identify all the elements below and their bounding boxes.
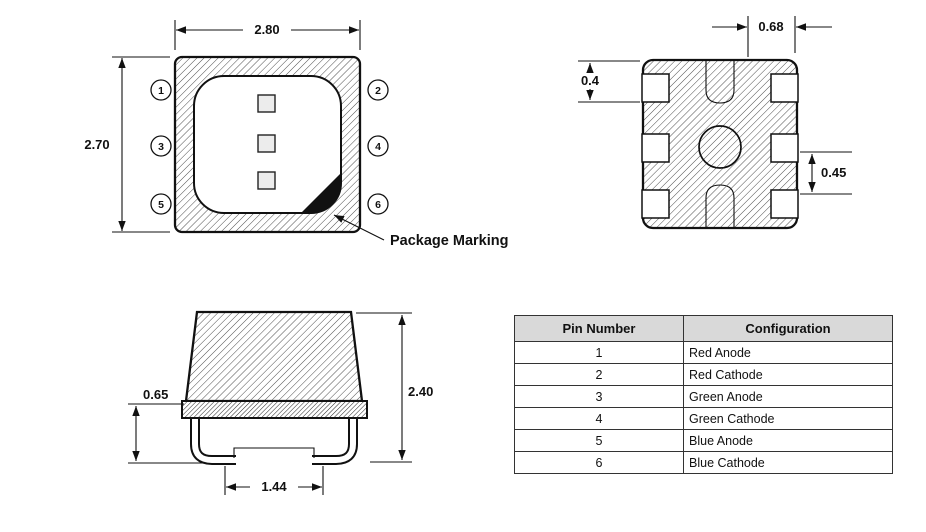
configuration-cell: Red Cathode [683, 363, 893, 386]
pin-4-marker: 4 [367, 135, 389, 157]
dim-package-height: 2.70 [84, 56, 170, 233]
configuration-header: Configuration [683, 315, 893, 342]
pad-right-4 [770, 133, 799, 163]
pin-number-cell: 2 [514, 363, 684, 386]
dim-label-mask [243, 21, 291, 38]
led-chip-green [257, 134, 276, 153]
pad-right-6 [770, 189, 799, 219]
pin-configuration-table: Pin Number Configuration 1 Red Anode 2 R… [514, 315, 893, 474]
pad-left-3 [641, 133, 670, 163]
total-height-label: 2.40 [408, 384, 433, 399]
table-row-1: 1 Red Anode [514, 341, 893, 364]
pin-number-cell: 1 [514, 341, 684, 364]
table-row-4: 4 Green Cathode [514, 407, 893, 430]
configuration-cell: Green Cathode [683, 407, 893, 430]
package-underside [233, 447, 315, 458]
pin-5-marker: 5 [150, 193, 172, 215]
pin-1-marker: 1 [150, 79, 172, 101]
side-body [184, 310, 364, 403]
table-row-2: 2 Red Cathode [514, 363, 893, 386]
dim-standoff: 0.65 [128, 387, 207, 464]
pin-number-cell: 5 [514, 429, 684, 452]
top-view: 2.80 2.70 1 2 3 [84, 20, 508, 249]
pin-3-label: 3 [158, 141, 164, 153]
pin-2-marker: 2 [367, 79, 389, 101]
pin-4-label: 4 [375, 141, 381, 153]
dim-pad-right: 0.45 [800, 151, 852, 195]
standoff-label: 0.65 [143, 387, 168, 402]
side-view: 0.65 2.40 1.44 [128, 310, 433, 495]
pin-1-label: 1 [158, 85, 164, 97]
pad-left-1 [641, 73, 670, 103]
pin-number-header: Pin Number [514, 315, 684, 342]
mold-notch-top [705, 61, 735, 104]
led-chip-red [257, 94, 276, 113]
pin-3-marker: 3 [150, 135, 172, 157]
bottom-view: 0.68 0.4 0.45 [576, 16, 852, 230]
pin-number-cell: 6 [514, 451, 684, 474]
pin-6-label: 6 [375, 199, 381, 211]
configuration-cell: Blue Anode [683, 429, 893, 452]
table-row-5: 5 Blue Anode [514, 429, 893, 452]
table-header-row: Pin Number Configuration [514, 315, 893, 342]
package-marking-label: Package Marking [390, 233, 508, 249]
package-height-label: 2.70 [84, 137, 109, 152]
pad-right-dim-label: 0.45 [821, 165, 846, 180]
lead-span-label: 1.44 [261, 479, 287, 494]
pin-number-cell: 3 [514, 385, 684, 408]
pin-number-cell: 4 [514, 407, 684, 430]
center-thermal-circle [698, 125, 742, 169]
package-marking-callout: Package Marking [333, 214, 508, 249]
pad-left-5 [641, 189, 670, 219]
led-chip-blue [257, 171, 276, 190]
dim-label-mask [576, 73, 604, 89]
mold-notch-bottom [705, 184, 735, 227]
dim-pad-offset-top: 0.68 [712, 16, 832, 57]
configuration-cell: Green Anode [683, 385, 893, 408]
package-width-label: 2.80 [254, 22, 279, 37]
dim-total-height: 2.40 [356, 312, 433, 463]
dim-lead-span: 1.44 [224, 466, 324, 495]
table-row-3: 3 Green Anode [514, 385, 893, 408]
table-row-6: 6 Blue Cathode [514, 451, 893, 474]
dim-package-width: 2.80 [174, 20, 361, 50]
pin-5-label: 5 [158, 199, 164, 211]
marking-triangle [301, 173, 341, 213]
pad-left-dim-label: 0.4 [581, 73, 600, 88]
configuration-cell: Blue Cathode [683, 451, 893, 474]
pin-6-marker: 6 [367, 193, 389, 215]
dim-pad-left: 0.4 [576, 60, 640, 103]
pad-right-2 [770, 73, 799, 103]
configuration-cell: Red Anode [683, 341, 893, 364]
pad-offset-top-label: 0.68 [758, 19, 783, 34]
pin-2-label: 2 [375, 85, 381, 97]
substrate-band [181, 400, 368, 419]
